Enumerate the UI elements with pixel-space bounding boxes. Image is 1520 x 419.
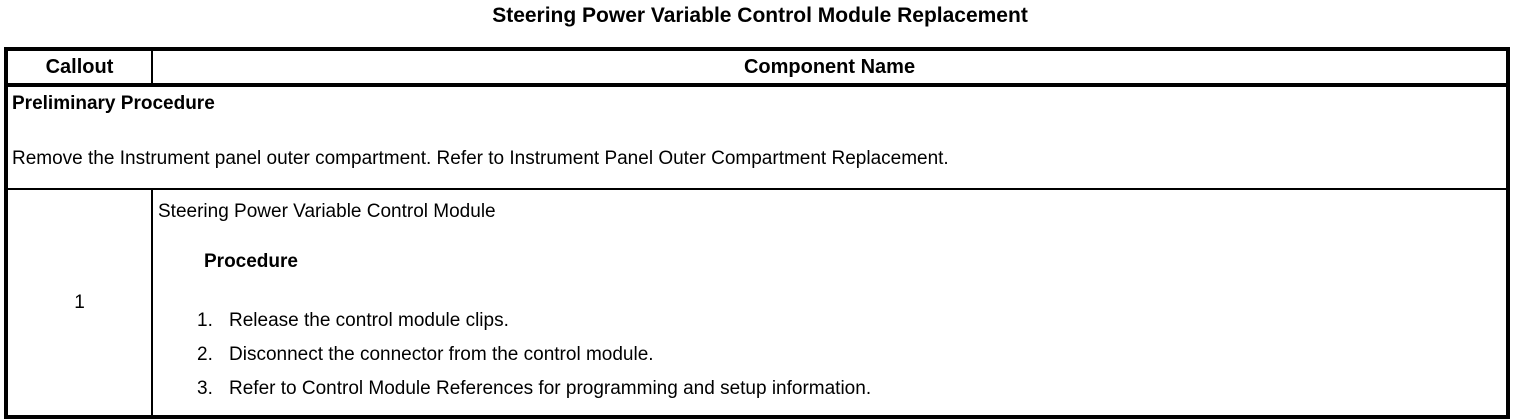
table-header-row: Callout Component Name: [6, 49, 1508, 87]
preliminary-procedure-instruction: Remove the Instrument panel outer compar…: [12, 148, 949, 169]
step-number: 2.: [197, 344, 213, 365]
procedure-step: 2. Disconnect the connector from the con…: [158, 343, 1502, 366]
component-row: 1 Steering Power Variable Control Module…: [6, 189, 1508, 417]
page-title: Steering Power Variable Control Module R…: [492, 4, 1028, 27]
callout-column-header: Callout: [6, 49, 153, 87]
procedure-steps: 1. Release the control module clips. 2. …: [158, 309, 1502, 400]
step-number: 3.: [197, 378, 213, 399]
procedure-heading: Procedure: [204, 251, 298, 272]
step-text: Disconnect the connector from the contro…: [229, 344, 654, 365]
component-name: Steering Power Variable Control Module: [158, 201, 496, 222]
preliminary-procedure-row: Preliminary Procedure Remove the Instrum…: [6, 85, 1508, 190]
step-text: Refer to Control Module References for p…: [229, 378, 872, 399]
procedure-step: 1. Release the control module clips.: [158, 309, 1502, 332]
preliminary-procedure-cell: Preliminary Procedure Remove the Instrum…: [6, 85, 1508, 190]
preliminary-procedure-heading: Preliminary Procedure: [12, 93, 215, 114]
callout-component-table: Callout Component Name Preliminary Proce…: [4, 47, 1510, 419]
callout-number: 1: [6, 189, 153, 417]
component-name-column-header: Component Name: [152, 49, 1508, 87]
service-document-page: Steering Power Variable Control Module R…: [0, 4, 1520, 419]
step-text: Release the control module clips.: [229, 310, 509, 331]
procedure-step: 3. Refer to Control Module References fo…: [158, 377, 1502, 400]
step-number: 1.: [197, 310, 213, 331]
component-cell: Steering Power Variable Control Module P…: [152, 189, 1508, 417]
